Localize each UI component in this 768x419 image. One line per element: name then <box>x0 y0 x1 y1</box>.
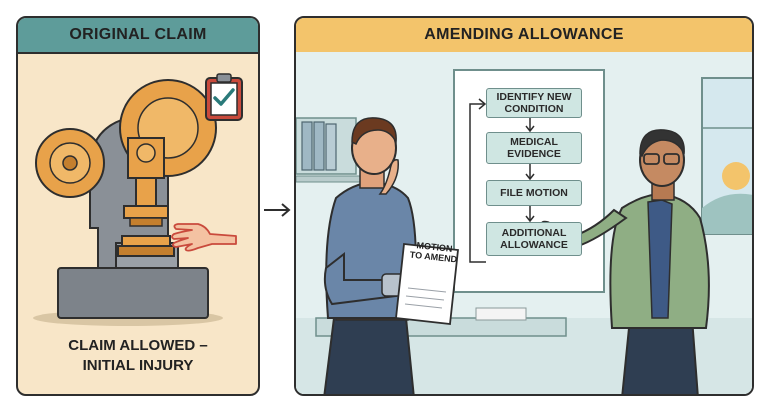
caption-line-2: INITIAL INJURY <box>82 357 194 374</box>
flow-step-file-motion: FILE MOTION <box>486 180 582 206</box>
amending-allowance-title: AMENDING ALLOWANCE <box>296 18 752 54</box>
press-machine-illustration <box>33 79 223 326</box>
flow-step-medical-evidence: MEDICAL EVIDENCE <box>486 132 582 164</box>
advisor-figure <box>540 129 710 394</box>
flow-step-additional-allowance: ADDITIONAL ALLOWANCE <box>486 222 582 256</box>
original-claim-title: ORIGINAL CLAIM <box>18 18 258 54</box>
worker-figure <box>323 117 417 394</box>
office-scene-illustration <box>296 52 752 394</box>
clipboard-check-icon <box>205 73 243 121</box>
caption-line-1: CLAIM ALLOWED – <box>68 337 208 354</box>
amending-allowance-panel: AMENDING ALLOWANCE <box>294 16 754 396</box>
hand-icon <box>171 223 237 252</box>
original-claim-panel: ORIGINAL CLAIM CLAIM ALLOWED – IN <box>16 16 260 396</box>
flow-step-identify-new-condition: IDENTIFY NEW CONDITION <box>486 88 582 118</box>
arrow-right-icon <box>264 203 291 217</box>
